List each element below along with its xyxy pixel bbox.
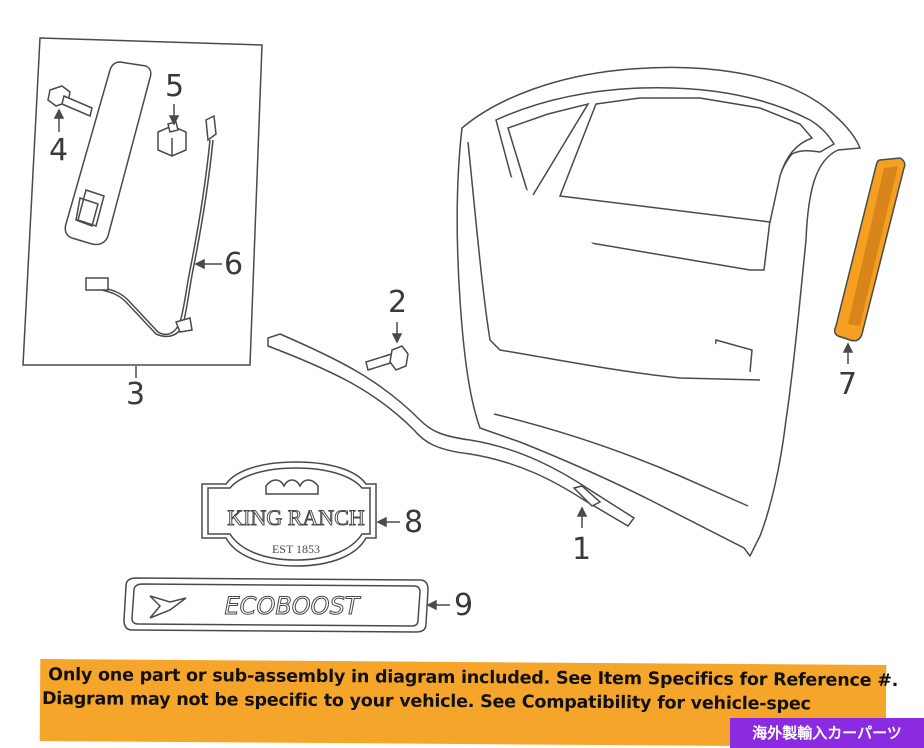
callout-8: 8	[404, 505, 424, 540]
clip-part-5	[157, 121, 187, 157]
door-outline	[456, 66, 862, 558]
disclaimer-line-1: Only one part or sub-assembly in diagram…	[48, 665, 899, 692]
applique-part	[64, 61, 152, 246]
callout-5: 5	[165, 69, 185, 104]
callout-1: 1	[572, 532, 592, 567]
callout-4: 4	[49, 133, 69, 168]
leader-lines	[53, 104, 854, 611]
king-ranch-text: KING RANCH	[227, 505, 365, 530]
highlighted-part-7	[833, 157, 906, 342]
wire-harness-part-6	[85, 114, 217, 338]
import-parts-tag: 海外製輸入カーパーツ	[730, 718, 924, 748]
disclaimer-line-2: Diagram may not be specific to your vehi…	[41, 689, 811, 715]
bolt-part-2	[365, 345, 409, 371]
callout-9: 9	[454, 588, 474, 623]
callout-6: 6	[224, 247, 244, 282]
callout-3: 3	[126, 377, 146, 412]
callout-2: 2	[388, 285, 408, 320]
ecoboost-emblem	[123, 577, 429, 633]
bolt-part-4	[47, 85, 93, 118]
ecoboost-text: ECOBOOST	[225, 592, 362, 620]
king-ranch-emblem	[201, 461, 377, 567]
callout-7: 7	[838, 367, 858, 402]
inset-box-part-3	[22, 37, 263, 366]
molding-part-1	[267, 333, 636, 527]
king-ranch-est: EST 1853	[272, 542, 320, 556]
